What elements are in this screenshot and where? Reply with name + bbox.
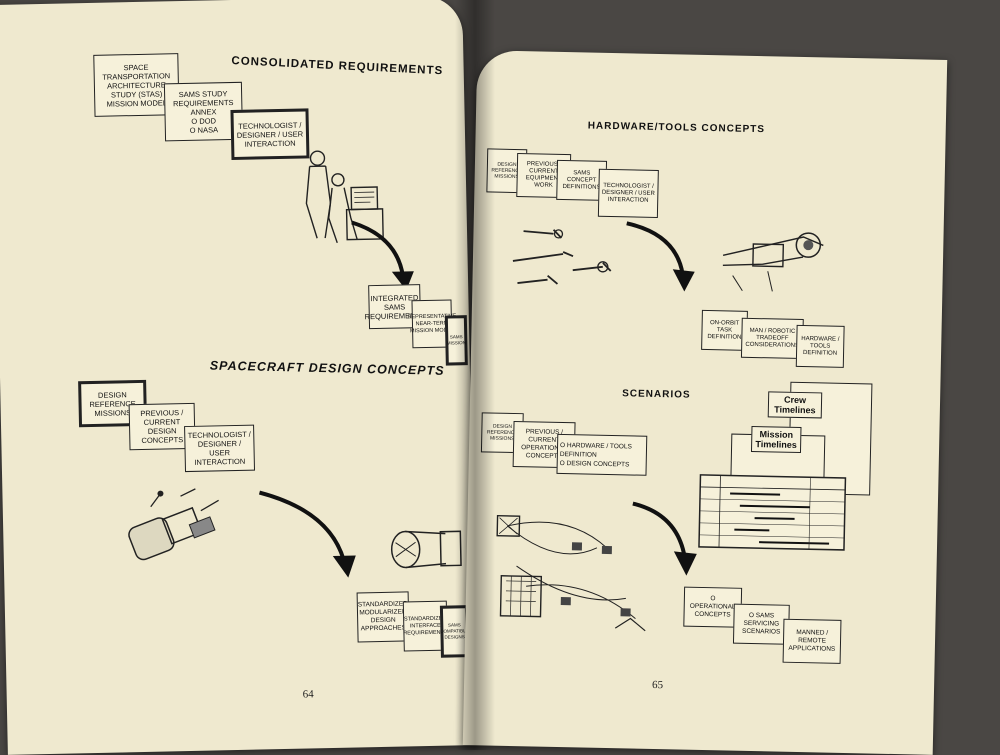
consolidated-requirements-heading: CONSOLIDATED REQUIREMENTS [231,55,444,78]
technologist-interaction-box-2: TECHNOLOGIST / DESIGNER / USER INTERACTI… [184,424,256,473]
spacecraft-module-illustration [390,530,462,569]
annex-item-nasa: o NASA [189,124,219,135]
hand-tools-illustration [512,229,612,285]
sams-mission-box-text: SAMS MISSION [446,334,466,346]
technologist-box-text-3: TECHNOLOGIST / DESIGNER / USER INTERACTI… [601,182,655,204]
sams-mission-box: SAMS MISSION [444,315,468,366]
concept-definitions-box-text: SAMS CONCEPT DEFINITIONS [562,169,601,191]
task-definition-box-text: ON-ORBIT TASK DEFINITION [707,319,742,341]
input-item-design: o DESIGN CONCEPTS [559,459,630,468]
orbital-scenario-illustration [496,514,646,632]
flow-arrow-hardware [626,221,695,292]
annex-box-title: SAMS STUDY REQUIREMENTS ANNEX [172,88,234,117]
technologist-interaction-box-3: TECHNOLOGIST / DESIGNER / USER INTERACTI… [597,168,659,218]
man-robotic-tradeoff-box: MAN / ROBOTIC TRADEOFF CONSIDERATIONS [740,317,804,360]
applications-box-text: MANNED / REMOTE APPLICATIONS [788,628,836,653]
hardware-design-inputs-box: o HARDWARE / TOOLS DEFINITION o DESIGN C… [556,433,648,476]
page-number-right: 65 [651,678,664,692]
flow-arrow-consolidated [351,220,414,291]
crew-timelines-label: Crew Timelines [767,391,823,419]
timeline-grid-chart [698,474,847,551]
standardized-design-approaches-box: STANDARDIZED MODULARIZED DESIGN APPROACH… [356,591,410,643]
servicing-scenarios-box-text: o SAMS SERVICING SCENARIOS [741,611,781,636]
left-page: CONSOLIDATED REQUIREMENTS SPACE TRANSPOR… [0,0,478,755]
scenarios-heading: SCENARIOS [622,388,691,401]
tradeoff-box-text: MAN / ROBOTIC TRADEOFF CONSIDERATIONS [745,327,800,349]
op-concepts-box-text: o OPERATIONAL CONCEPTS [689,595,736,619]
docking-hardware-illustration [722,232,824,292]
satellite-illustration [128,488,219,561]
flow-arrow-spacecraft [258,490,356,578]
hardware-tools-definition-box: HARDWARE / TOOLS DEFINITION [795,324,845,368]
hardware-tools-concepts-heading: HARDWARE/TOOLS CONCEPTS [587,120,766,136]
flow-arrow-scenarios [632,501,697,576]
standardized-design-box-text: STANDARDIZED MODULARIZED DESIGN APPROACH… [357,600,408,633]
technologist-box-text-1: TECHNOLOGIST / DESIGNER / USER INTERACTI… [236,120,304,149]
sams-servicing-scenarios-box: o SAMS SERVICING SCENARIOS [732,603,790,645]
people-workstation-illustration [305,150,384,244]
page-number-left: 64 [302,688,314,701]
right-page: HARDWARE/TOOLS CONCEPTS DESIGN REFERENCE… [462,50,948,755]
technologist-box-text-2: TECHNOLOGIST / DESIGNER / USER INTERACTI… [187,429,251,467]
input-item-hardware: o HARDWARE / TOOLS DEFINITION [559,441,632,459]
mission-timelines-label: Mission Timelines [750,425,802,454]
spacecraft-design-concepts-heading: SPACECRAFT DESIGN CONCEPTS [209,358,445,378]
tools-definition-box-text: HARDWARE / TOOLS DEFINITION [801,335,840,357]
manned-remote-applications-box: MANNED / REMOTE APPLICATIONS [782,618,842,664]
